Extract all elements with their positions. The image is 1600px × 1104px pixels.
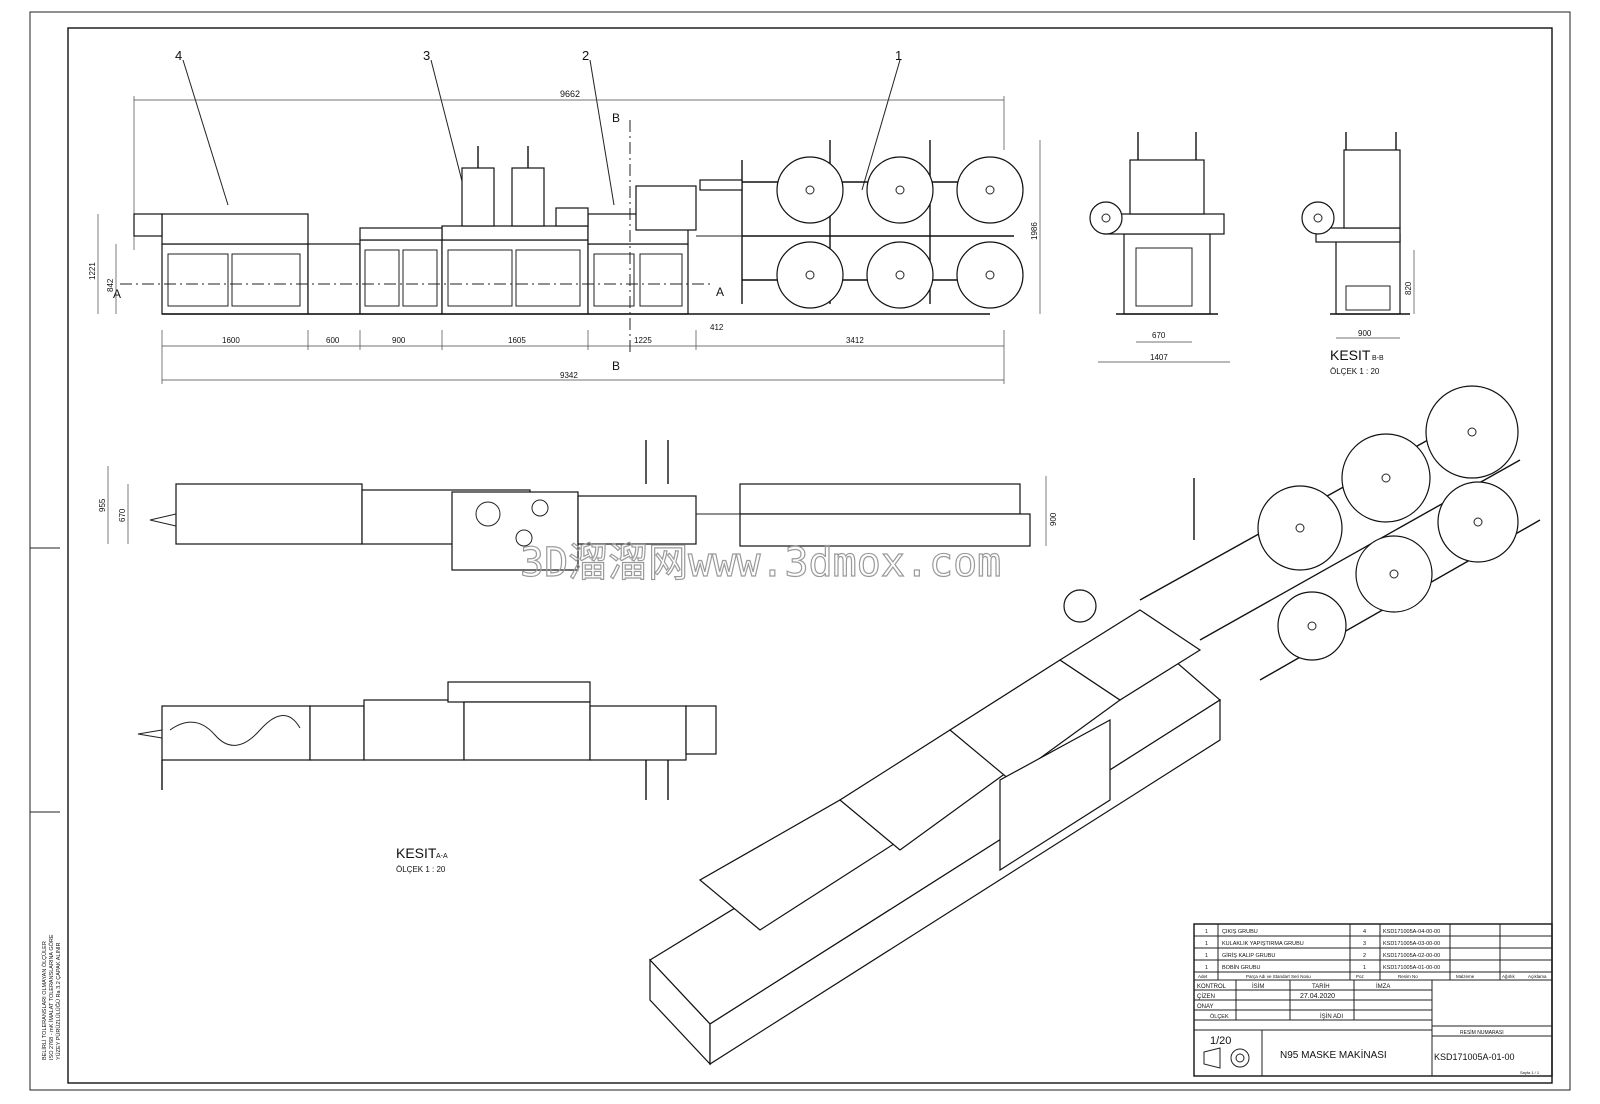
dim-segment: 900 xyxy=(392,336,406,345)
dim-segment: 1225 xyxy=(634,336,652,345)
section-bb-scale: ÖLÇEK 1 : 20 xyxy=(1330,367,1380,376)
part-no: 2 xyxy=(1363,953,1366,959)
dim-overall-bottom: 9342 xyxy=(560,371,578,380)
parts-header: Parça Adı ve Standart Seri Nosu xyxy=(1246,974,1311,979)
section-bb-title: KESIT xyxy=(1330,347,1371,363)
front-view: 4 3 2 1 9662 xyxy=(88,48,1041,384)
dim-segment: 3412 xyxy=(846,336,864,345)
section-bb-tag: B-B xyxy=(1372,355,1384,362)
parts-header: Poz xyxy=(1356,974,1365,979)
dim-top-right: 900 xyxy=(1049,512,1058,526)
row-label: ONAY xyxy=(1197,1004,1214,1010)
part-no: 1 xyxy=(1363,965,1366,971)
section-marker-b: B xyxy=(612,359,620,373)
col-label: TARİH xyxy=(1312,983,1330,990)
part-qty: 1 xyxy=(1205,953,1208,959)
part-name: ÇIKIŞ GRUBU xyxy=(1222,929,1258,935)
parts-header: Malzeme xyxy=(1456,974,1475,979)
balloon-label: 2 xyxy=(582,48,589,63)
sheet-number: Sayfa 1 / 1 xyxy=(1520,1070,1540,1075)
part-code: KSD171005A-03-00-00 xyxy=(1383,941,1440,947)
part-name: GİRİŞ KALIP GRUBU xyxy=(1222,952,1275,959)
dim-segment: 600 xyxy=(326,336,340,345)
dim-overall-top: 9662 xyxy=(560,89,580,99)
part-name: BOBİN GRUBU xyxy=(1222,964,1261,971)
row-label: ÇİZEN xyxy=(1197,993,1215,1000)
dim-bb-height: 820 xyxy=(1404,281,1413,295)
section-aa-scale: ÖLÇEK 1 : 20 xyxy=(396,865,446,874)
section-bb-view: 900 820 KESIT B-B ÖLÇEK 1 : 20 xyxy=(1301,132,1415,376)
watermark-text: 3D溜溜网www.3dmox.com xyxy=(520,540,1001,586)
parts-header: Resim No xyxy=(1398,974,1418,979)
parts-header: Açıklama xyxy=(1528,974,1547,979)
margin-note: YÜZEY PÜRÜZLÜLÜĞÜ Ra 3.2 ÇAPAK ALINIR xyxy=(55,943,62,1060)
part-qty: 1 xyxy=(1205,941,1208,947)
part-qty: 1 xyxy=(1205,965,1208,971)
dim-left-outer: 1221 xyxy=(88,262,97,280)
balloon-label: 1 xyxy=(895,48,902,63)
margin-note: ISO 2768 - mK İMALAT TOLERANSLARINA GÖRE xyxy=(48,934,55,1060)
part-code: KSD171005A-02-00-00 xyxy=(1383,953,1440,959)
margin-note: BELİRLİ TOLERANSLARI OLMAYAN ÖLÇÜLER xyxy=(41,941,48,1060)
drawing-number: KSD171005A-01-00 xyxy=(1434,1052,1515,1062)
title-block: 1 ÇIKIŞ GRUBU 4 KSD171005A-04-00-00 1 KU… xyxy=(1193,923,1553,1077)
dim-top-left-inner: 670 xyxy=(118,508,127,522)
olcek-label: ÖLÇEK xyxy=(1210,1013,1229,1020)
dim-segment: 1605 xyxy=(508,336,526,345)
row-label: KONTROL xyxy=(1197,984,1227,990)
drawing-scale: 1/20 xyxy=(1210,1035,1231,1047)
part-name: KULAKLIK YAPIŞTIRMA GRUBU xyxy=(1222,941,1304,947)
section-aa-title: KESIT xyxy=(396,845,437,861)
parts-header: Adet xyxy=(1198,974,1208,979)
dim-left-inner: 842 xyxy=(106,278,115,292)
drawing-no-label: RESİM NUMARASI xyxy=(1460,1029,1504,1036)
col-label: İSİM xyxy=(1252,983,1264,990)
drawing-date: 27.04.2020 xyxy=(1300,993,1335,1000)
dim-side-outer: 1407 xyxy=(1150,353,1168,362)
col-label: İMZA xyxy=(1376,983,1390,990)
top-view: 955 670 900 xyxy=(98,440,1058,571)
part-code: KSD171005A-01-00-00 xyxy=(1383,965,1440,971)
section-marker-a: A xyxy=(716,285,724,299)
section-marker-a: A xyxy=(113,287,121,301)
dim-right-height: 1986 xyxy=(1030,222,1039,240)
margin-notes: BELİRLİ TOLERANSLARI OLMAYAN ÖLÇÜLER ISO… xyxy=(41,934,62,1060)
part-no: 4 xyxy=(1363,929,1366,935)
isometric-view xyxy=(649,385,1541,1066)
part-qty: 1 xyxy=(1205,929,1208,935)
projection-symbol-icon xyxy=(1203,1047,1250,1069)
section-marker-b: B xyxy=(612,111,620,125)
dim-top-left-outer: 955 xyxy=(98,498,107,512)
part-no: 3 xyxy=(1363,941,1366,947)
side-view: 670 1407 xyxy=(1089,132,1230,363)
sheet-outer-border xyxy=(29,11,1571,1091)
section-aa-tag: A-A xyxy=(436,853,448,860)
section-aa-view: KESIT A-A ÖLÇEK 1 : 20 xyxy=(137,681,717,874)
sheet-inner-border xyxy=(67,27,1553,1084)
dim-side-inner: 670 xyxy=(1152,331,1166,340)
dim-segment: 1600 xyxy=(222,336,240,345)
balloon-label: 3 xyxy=(423,48,430,63)
drawing-title: N95 MASKE MAKİNASI xyxy=(1280,1048,1387,1061)
dim-offset: 412 xyxy=(710,323,724,332)
dim-bb-width: 900 xyxy=(1358,329,1372,338)
part-code: KSD171005A-04-00-00 xyxy=(1383,929,1440,935)
work-label: İŞİN ADI xyxy=(1320,1013,1343,1020)
balloon-label: 4 xyxy=(175,48,182,63)
parts-header: Ağırlık xyxy=(1502,974,1516,979)
